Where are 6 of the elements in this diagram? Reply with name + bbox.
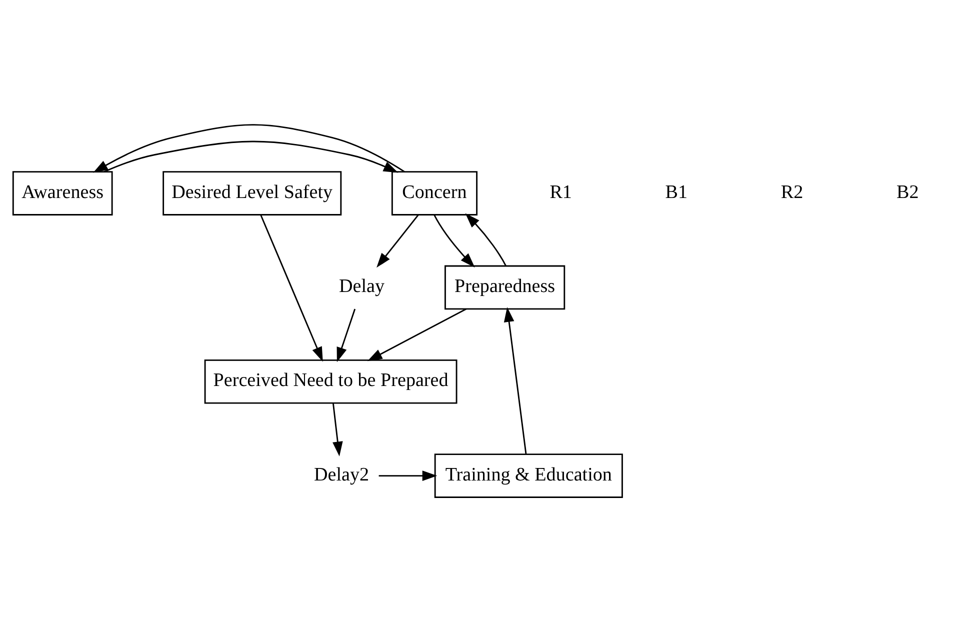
- node-text: Delay: [339, 275, 385, 296]
- label: R2: [780, 181, 804, 202]
- label: B1: [665, 181, 688, 202]
- node-text: Delay2: [314, 464, 370, 485]
- label: B2: [896, 181, 919, 202]
- label: R1: [550, 181, 572, 202]
